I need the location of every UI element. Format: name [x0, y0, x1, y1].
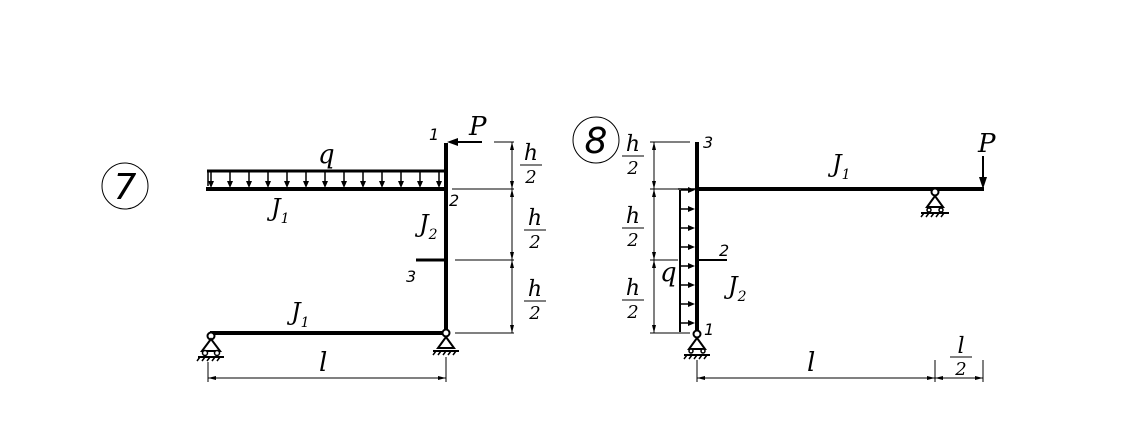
dim-h2-bottom: h 2: [622, 276, 644, 323]
node-1-label: 1: [429, 125, 439, 144]
dim-l2-overhang: l 2: [950, 334, 972, 380]
load-q-label: q: [660, 258, 677, 288]
load-arrow-head: [303, 181, 309, 188]
load-arrow-head: [322, 181, 328, 188]
load-arrow-head: [379, 181, 385, 188]
load-arrow-head: [688, 301, 695, 307]
svg-text:2: 2: [954, 359, 966, 380]
dim-h2-bottom: h 2: [524, 277, 546, 324]
svg-text:h: h: [528, 277, 542, 302]
node-2-label: 2: [449, 191, 459, 210]
load-arrow-head: [688, 244, 695, 250]
load-arrow-head: [227, 181, 233, 188]
load-arrow-head: [417, 181, 423, 188]
svg-text:h: h: [626, 204, 640, 229]
force-p-arrow: [979, 156, 987, 189]
dim-h2-middle: h 2: [524, 206, 546, 253]
force-p-label: P: [468, 112, 487, 142]
beam-roller-support: [920, 187, 949, 218]
load-arrow-head: [688, 263, 695, 269]
left-pin-support: [196, 331, 224, 362]
load-arrow-head: [688, 206, 695, 212]
svg-text:2: 2: [626, 158, 638, 179]
load-arrow-head: [436, 181, 442, 188]
load-arrow-head: [360, 181, 366, 188]
diagram-8-number-circle: [572, 116, 620, 164]
svg-text:2: 2: [524, 167, 536, 188]
lower-beam-inertia: J1: [286, 298, 310, 331]
svg-text:h: h: [528, 206, 542, 231]
load-arrow-head: [688, 282, 695, 288]
load-arrow-head: [688, 187, 695, 193]
load-arrow-head: [208, 181, 214, 188]
load-arrow-head: [398, 181, 404, 188]
svg-text:h: h: [524, 141, 538, 166]
diagram-7: 7 q J1 J2 3 2 1 P J1: [101, 112, 546, 382]
node-3-label: 3: [703, 133, 713, 152]
diagram-8: 8 3 J1 P q 2 J2: [572, 116, 996, 382]
load-arrow-head: [246, 181, 252, 188]
upper-beam-inertia: J1: [266, 194, 290, 227]
column-inertia: J2: [723, 272, 747, 305]
distributed-load-q: [207, 169, 446, 188]
load-arrow-head: [341, 181, 347, 188]
height-dimensions: [650, 141, 690, 334]
diagram-7-number-circle: [101, 162, 149, 210]
load-arrow-head: [265, 181, 271, 188]
distributed-load-q: [678, 187, 697, 332]
force-p-label: P: [977, 129, 996, 159]
diagram-8-number: 8: [585, 121, 608, 162]
node-2-label: 2: [719, 241, 729, 260]
svg-text:h: h: [626, 132, 640, 157]
span-label: l: [807, 348, 815, 378]
svg-text:2: 2: [528, 232, 540, 253]
span-dimension: [696, 360, 984, 382]
load-q-label: q: [318, 140, 335, 170]
beam-inertia: J1: [827, 150, 851, 183]
load-arrow-head: [688, 320, 695, 326]
svg-text:2: 2: [626, 302, 638, 323]
load-arrow-head: [284, 181, 290, 188]
span-label: l: [319, 348, 327, 378]
force-p-arrow: [447, 138, 482, 146]
svg-text:h: h: [626, 276, 640, 301]
column-pin-support: [683, 329, 710, 360]
diagram-7-number: 7: [114, 167, 137, 208]
load-arrow-head: [688, 225, 695, 231]
height-dimensions: [452, 141, 514, 334]
dim-h2-top: h 2: [520, 141, 542, 188]
column-pin-support: [432, 328, 459, 356]
svg-text:2: 2: [528, 303, 540, 324]
span-dimension: [207, 357, 447, 382]
column-inertia: J2: [414, 210, 438, 243]
node-1-label: 1: [704, 320, 714, 339]
svg-text:l: l: [957, 334, 964, 359]
svg-text:2: 2: [626, 230, 638, 251]
dim-h2-middle: h 2: [622, 204, 644, 251]
node-3-label: 3: [406, 267, 416, 286]
dim-h2-top: h 2: [622, 132, 644, 179]
